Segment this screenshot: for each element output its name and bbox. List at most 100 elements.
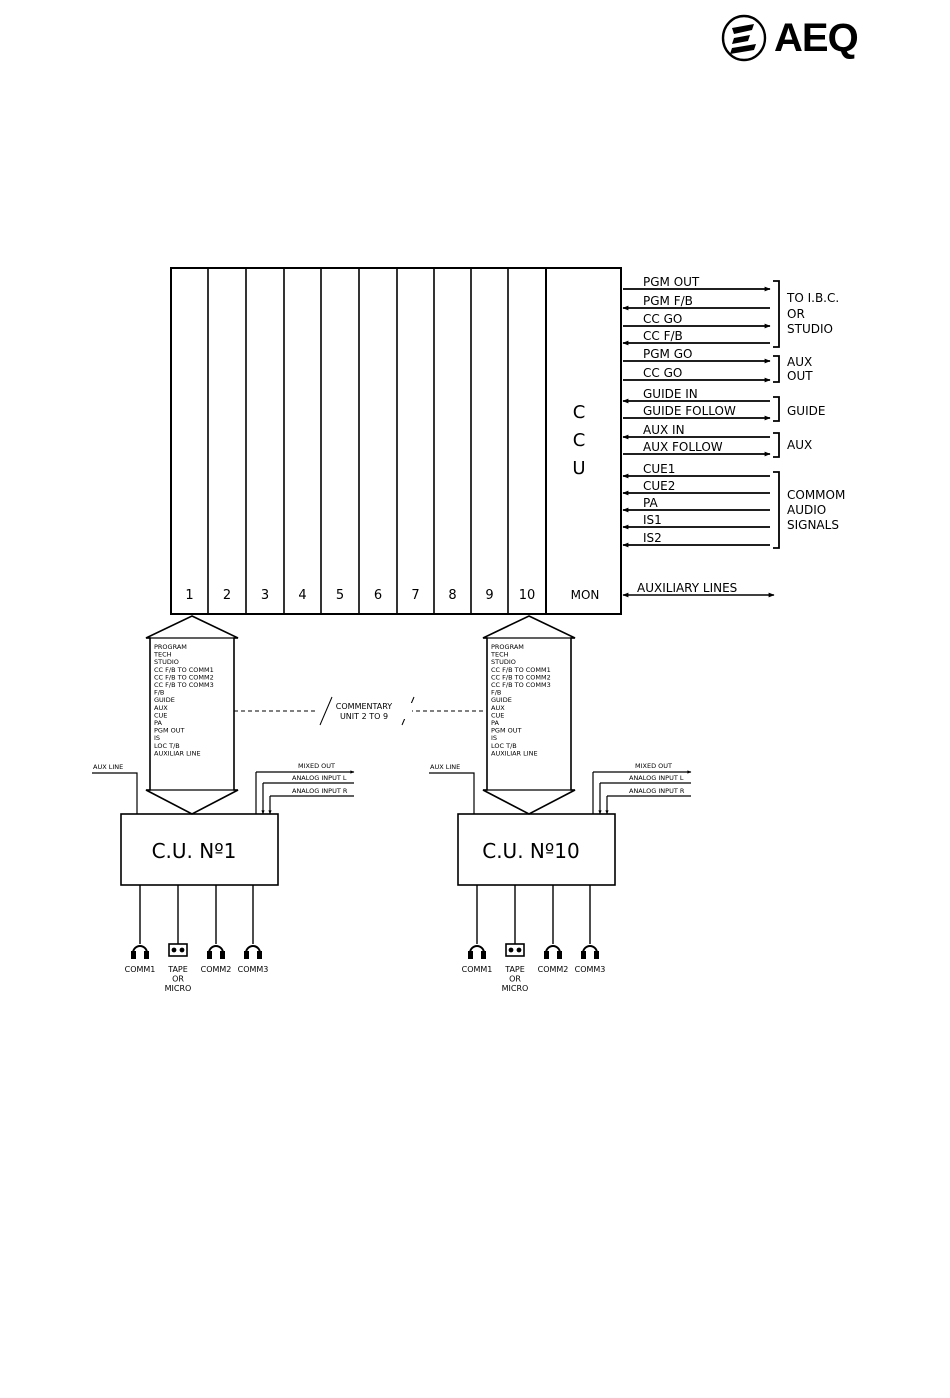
device-label: OR: [172, 975, 184, 984]
bus-signal-label: PROGRAM: [154, 643, 187, 651]
bus-signal-label: STUDIO: [491, 658, 516, 666]
group-label: OR: [787, 307, 805, 321]
bus-signal-label: CC F/B TO COMM3: [491, 681, 551, 689]
commentary-label-line2: UNIT 2 TO 9: [340, 712, 388, 721]
bus-signal-label: STUDIO: [154, 658, 179, 666]
input-l-label: ANALOG INPUT L: [629, 774, 684, 782]
group-bracket: [773, 471, 780, 549]
device-label: COMM2: [201, 965, 232, 974]
bus-signal-label: CC F/B TO COMM3: [154, 681, 214, 689]
bus-signal-label: AUXILIAR LINE: [154, 749, 201, 757]
device-label: COMM3: [238, 965, 269, 974]
bus-signal-label: PGM OUT: [154, 727, 185, 735]
group-label: GUIDE: [787, 404, 825, 418]
signal-label: CC GO: [643, 312, 682, 326]
group-bracket: [773, 355, 780, 383]
aeq-logo: AEQ: [720, 14, 860, 64]
slot-number-3: 3: [261, 588, 269, 603]
signal-label: IS1: [643, 513, 662, 527]
slot-number-7: 7: [411, 588, 419, 603]
headphones-icon: [581, 945, 599, 959]
ccu-letter-3: U: [572, 458, 585, 479]
bus-signal-label: F/B: [491, 689, 501, 697]
signal-label: AUX FOLLOW: [643, 440, 723, 454]
group-label: SIGNALS: [787, 518, 839, 532]
bus-signal-label: LOC T/B: [154, 742, 180, 750]
group-label: OUT: [787, 369, 813, 383]
device-label: COMM3: [575, 965, 606, 974]
slot-number-4: 4: [298, 588, 306, 603]
group-label: AUDIO: [787, 503, 826, 517]
headphones-icon: [544, 945, 562, 959]
bus-signal-label: TECH: [490, 651, 509, 659]
slot-number-9: 9: [485, 588, 493, 603]
bus-signal-label: CC F/B TO COMM1: [491, 666, 551, 674]
input-r-label: ANALOG INPUT R: [629, 787, 685, 795]
bus-signal-label: CC F/B TO COMM1: [154, 666, 214, 674]
group-bracket: [773, 432, 780, 458]
logo-brand-text: AEQ: [774, 16, 859, 60]
signal-label: PGM GO: [643, 347, 692, 361]
device-label: TAPE: [167, 965, 188, 974]
input-l-label: ANALOG INPUT L: [292, 774, 347, 782]
cu-title: C.U. Nº10: [482, 839, 580, 863]
signal-label: GUIDE IN: [643, 387, 698, 401]
device-label: MICRO: [502, 984, 529, 993]
signal-label: AUX IN: [643, 423, 685, 437]
signal-label: CUE2: [643, 479, 675, 493]
cu-box: [120, 813, 279, 886]
device-label: COMM1: [125, 965, 156, 974]
tape-icon: [505, 943, 525, 957]
slot-number-6: 6: [374, 588, 382, 603]
bus-signal-label: TECH: [153, 651, 172, 659]
cu-box: [457, 813, 616, 886]
ccu-letter-2: C: [573, 430, 586, 451]
group-bracket: [773, 280, 780, 348]
aeq-logo-emblem: [721, 14, 767, 62]
slot-number-5: 5: [336, 588, 344, 603]
cu-title: C.U. Nº1: [152, 839, 237, 863]
signal-label: GUIDE FOLLOW: [643, 404, 736, 418]
bus-signal-label: PROGRAM: [491, 643, 524, 651]
aux-line-wire: [92, 772, 138, 814]
headphones-icon: [244, 945, 262, 959]
bus-signal-label: GUIDE: [491, 696, 512, 704]
signal-label: CC F/B: [643, 329, 683, 343]
signal-label: IS2: [643, 531, 662, 545]
group-bracket: [773, 396, 780, 422]
device-label: COMM1: [462, 965, 493, 974]
signal-label: PA: [643, 496, 658, 510]
rack-slot-labels: 1 2 3 4 5 6 7 8 9 10: [185, 588, 535, 603]
group-label: TO I.B.C.: [786, 291, 839, 305]
bus-signal-label: LOC T/B: [491, 742, 517, 750]
signal-label: PGM F/B: [643, 294, 693, 308]
slot-number-8: 8: [448, 588, 456, 603]
signal-group-brackets: TO I.B.C.ORSTUDIOAUXOUTGUIDEAUXCOMMOMAUD…: [773, 280, 845, 549]
bus-signal-label: CC F/B TO COMM2: [154, 673, 214, 681]
bus-signal-label: AUXILIAR LINE: [491, 749, 538, 757]
bus-signal-label: CC F/B TO COMM2: [491, 673, 551, 681]
aux-line-label: AUX LINE: [93, 763, 123, 771]
aux-line-label: AUX LINE: [430, 763, 460, 771]
signal-label: PGM OUT: [643, 275, 700, 289]
slot-number-10: 10: [519, 588, 536, 603]
headphones-icon: [207, 945, 225, 959]
mixed-out-label: MIXED OUT: [298, 762, 335, 770]
ccu-letter-1: C: [573, 402, 586, 423]
bus-signal-label: CUE: [154, 711, 167, 719]
slot-number-1: 1: [185, 588, 193, 603]
bus-signal-label: PA: [491, 719, 500, 727]
slot-number-2: 2: [223, 588, 231, 603]
mixed-out-label: MIXED OUT: [635, 762, 672, 770]
rack-slot-dividers: [207, 268, 547, 614]
bus-signal-label: GUIDE: [154, 696, 175, 704]
signal-label: CUE1: [643, 462, 675, 476]
headphones-icon: [468, 945, 486, 959]
bus-signal-label: PA: [154, 719, 163, 727]
device-label: MICRO: [165, 984, 192, 993]
